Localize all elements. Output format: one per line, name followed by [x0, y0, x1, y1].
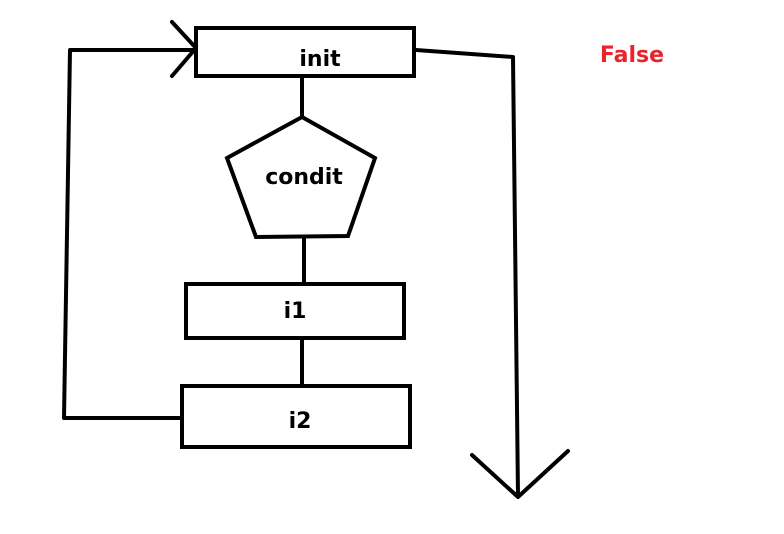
i1-label: i1 [284, 299, 307, 324]
false-branch-arrowhead [470, 449, 570, 499]
init-box [194, 26, 416, 78]
false-branch-label: False [600, 43, 664, 68]
i2-label: i2 [289, 409, 312, 434]
i1-box [184, 282, 406, 340]
condition-label: condit [265, 165, 343, 190]
false-branch-edge [414, 48, 520, 498]
init-label: init [299, 47, 341, 72]
i2-box [180, 384, 412, 449]
loop-back-edge [62, 48, 197, 420]
condition-pentagon [224, 114, 378, 240]
